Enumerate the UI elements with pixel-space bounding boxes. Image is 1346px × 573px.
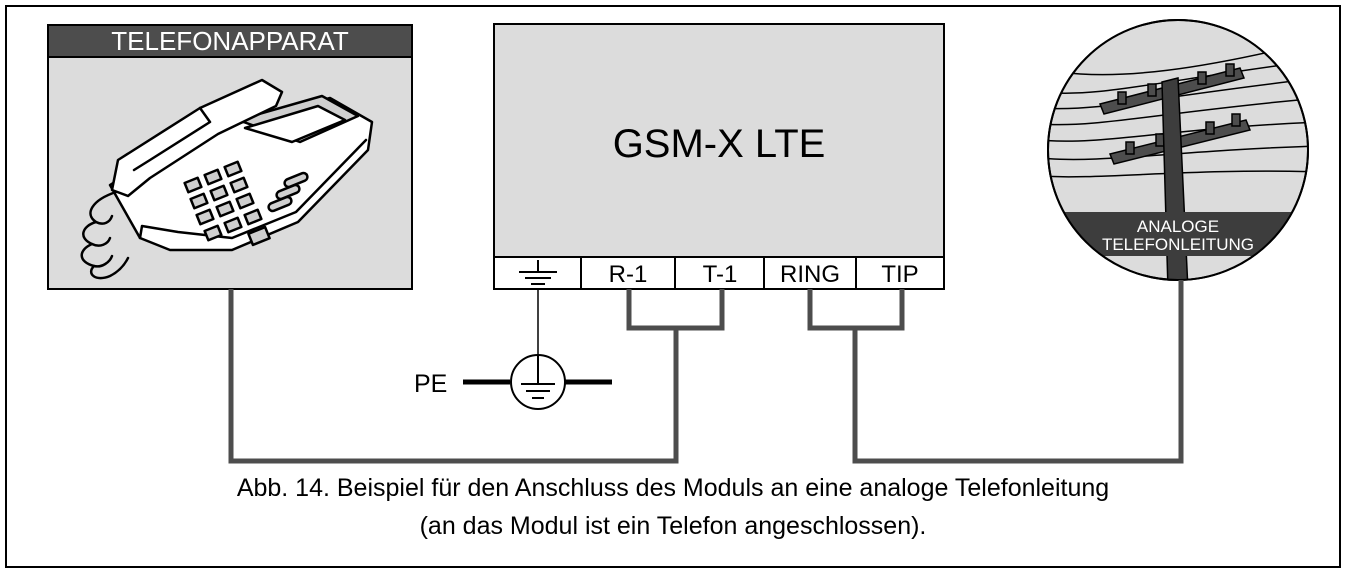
- figure-border: [5, 5, 1341, 568]
- wire-bridge-ring-tip: [807, 289, 905, 331]
- phone-line-circle: ANALOGE TELEFONLEITUNG: [1047, 19, 1309, 281]
- phone-line-label-1: ANALOGE: [1137, 217, 1219, 236]
- terminal-tip-label: TIP: [881, 261, 918, 288]
- phone-line-label-2: TELEFONLEITUNG: [1102, 235, 1254, 254]
- terminal-strip: [493, 256, 945, 290]
- wire-phone: [228, 289, 679, 464]
- wire-line: [852, 280, 1184, 464]
- pe-ground: PE: [414, 289, 612, 410]
- pe-label: PE: [414, 370, 447, 398]
- module-name: GSM-X LTE: [613, 122, 826, 166]
- telephone-icon: [80, 78, 374, 280]
- ground-terminal-icon: [519, 260, 557, 285]
- wiring: [228, 280, 1184, 464]
- terminal-ring-label: RING: [780, 261, 840, 288]
- figure-caption-line2: (an das Modul ist ein Telefon angeschlos…: [419, 512, 927, 540]
- terminal-r1-label: R-1: [609, 261, 648, 288]
- terminal-t1-label: T-1: [703, 261, 738, 288]
- figure-caption-line1: Abb. 14. Beispiel für den Anschluss des …: [236, 474, 1110, 502]
- telephone-label: TELEFONAPPARAT: [111, 26, 349, 56]
- telephone-panel: TELEFONAPPARAT: [47, 24, 413, 290]
- module-box: GSM-X LTE R-1 T-1 RING TIP: [493, 23, 945, 290]
- wire-bridge-r1-t1: [626, 289, 725, 331]
